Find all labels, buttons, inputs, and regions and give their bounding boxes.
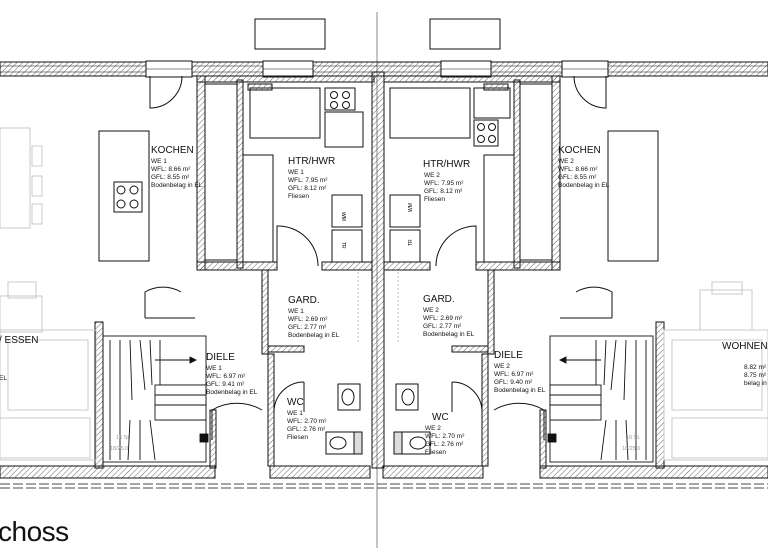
room-floor-essen-left: EL xyxy=(0,375,7,382)
room-name-wc-right: WC xyxy=(432,412,449,423)
room-name-gard-right: GARD. xyxy=(423,294,455,305)
room-floor: Bodenbelag in EL xyxy=(151,182,203,190)
room-name-wc-left: WC xyxy=(287,397,304,408)
room-floor: Bodenbelag in EL xyxy=(423,331,475,339)
room-gfl: GFL: 2.76 m² xyxy=(425,441,464,449)
exterior-wall-bottom xyxy=(0,465,768,489)
htr-left-appliances xyxy=(242,154,363,263)
doors-right xyxy=(435,75,613,440)
room-gfl: 8.75 m² xyxy=(744,372,767,380)
room-floor: Fliesen xyxy=(287,434,308,442)
room-floor: Bodenbelag in EL xyxy=(206,389,258,397)
stair-left xyxy=(102,335,209,463)
wm-label-right: WM xyxy=(408,203,414,212)
room-wfl: WFL: 2.69 m² xyxy=(423,315,463,323)
room-wfl: WFL: 2.70 m² xyxy=(425,433,465,441)
room-we: WE 2 xyxy=(424,172,440,179)
room-info-wc-left: WE 1 WFL: 2.70 m² GFL: 2.76 m² Fliesen xyxy=(287,410,326,442)
party-wall xyxy=(371,71,385,469)
stair-right xyxy=(547,335,654,463)
room-gfl: GFL: 2.77 m² xyxy=(288,324,327,332)
room-floor: Bodenbelag in EL xyxy=(288,332,340,340)
room-we: WE 1 xyxy=(287,410,303,417)
tr-label-right: TR xyxy=(408,239,414,246)
room-name-diele-right: DIELE xyxy=(494,350,523,361)
room-wfl: WFL: 7.95 m² xyxy=(424,180,464,188)
room-gfl: GFL: 8.12 m² xyxy=(288,185,327,193)
room-name-kochen-left: KOCHEN xyxy=(151,145,194,156)
room-floor: Bodenbelag in EL xyxy=(558,182,610,190)
room-we: WE 1 xyxy=(151,158,167,165)
stair-size-right: 18/25.0 xyxy=(622,446,640,452)
room-wfl: WFL: 7.95 m² xyxy=(288,177,328,185)
room-name-htr-left: HTR/HWR xyxy=(288,156,336,167)
htr-right-appliances xyxy=(389,154,515,263)
doors-left xyxy=(144,75,319,440)
room-info-gard-right: WE 2 WFL: 2.69 m² GFL: 2.77 m² Bodenbela… xyxy=(423,307,474,339)
room-floor: Fliesen xyxy=(424,196,445,204)
room-info-diele-left: WE 1 WFL: 6.97 m² GFL: 9.41 m² Bodenbela… xyxy=(206,365,257,397)
room-we: WE 2 xyxy=(494,363,510,370)
room-info-gard-left: WE 1 WFL: 2.69 m² GFL: 2.77 m² Bodenbela… xyxy=(288,308,339,340)
room-wfl: WFL: 6.97 m² xyxy=(206,373,246,381)
room-info-diele-right: WE 2 WFL: 6.97 m² GFL: 9.40 m² Bodenbela… xyxy=(494,363,545,395)
room-info-htr-left: WE 1 WFL: 7.95 m² GFL: 8.12 m² Fliesen xyxy=(288,169,327,201)
room-gfl: GFL: 8.55 m² xyxy=(151,174,190,182)
room-gfl: GFL: 9.41 m² xyxy=(206,381,245,389)
room-gfl: GFL: 9.40 m² xyxy=(494,379,533,387)
room-gfl: GFL: 8.55 m² xyxy=(558,174,597,182)
stair-steps-left: 16 St. xyxy=(116,435,131,441)
top-box-left xyxy=(254,18,326,50)
kitchen-left-counters xyxy=(98,81,364,262)
room-we: WE 1 xyxy=(288,169,304,176)
room-name-wohnen-right: WOHNEN xyxy=(722,341,768,352)
room-floor: Fliesen xyxy=(425,449,446,457)
room-gfl: GFL: 2.76 m² xyxy=(287,426,326,434)
wc-left-fixtures xyxy=(325,383,363,455)
room-gfl: GFL: 8.12 m² xyxy=(424,188,463,196)
room-name-htr-right: HTR/HWR xyxy=(423,159,471,170)
wardrobe-dashes xyxy=(357,272,399,344)
room-name-kochen-right: KOCHEN xyxy=(558,145,601,156)
room-we: WE 2 xyxy=(425,425,441,432)
room-info-wohnen-right: 8.82 m² 8.75 m² belag in EL xyxy=(744,364,768,388)
room-wfl: WFL: 2.70 m² xyxy=(287,418,327,426)
room-wfl: WFL: 2.69 m² xyxy=(288,316,328,324)
room-floor: belag in EL xyxy=(744,380,768,388)
floor-caption: choss xyxy=(0,516,69,547)
room-name-gard-left: GARD. xyxy=(288,295,320,306)
room-we: WE 2 xyxy=(423,307,439,314)
stair-size-left: 18/25.0 xyxy=(110,446,128,452)
tr-label-left: TR xyxy=(340,242,346,249)
room-gfl: GFL: 2.77 m² xyxy=(423,323,462,331)
room-info-htr-right: WE 2 WFL: 7.95 m² GFL: 8.12 m² Fliesen xyxy=(424,172,463,204)
room-wfl: WFL: 8.66 m² xyxy=(151,166,191,174)
room-info-kochen-right: WE 2 WFL: 8.66 m² GFL: 8.55 m² Bodenbela… xyxy=(558,158,609,190)
dining-furniture-left xyxy=(0,127,97,461)
room-name-diele-left: DIELE xyxy=(206,352,235,363)
room-wfl: WFL: 8.66 m² xyxy=(558,166,598,174)
room-we: WE 2 xyxy=(558,158,574,165)
living-furniture-right xyxy=(663,281,768,461)
unit-right-walls xyxy=(383,75,665,469)
room-wfl: WFL: 6.97 m² xyxy=(494,371,534,379)
unit-left-walls xyxy=(94,75,375,469)
top-box-right xyxy=(429,18,501,50)
room-floor: Fliesen xyxy=(288,193,309,201)
wc-right-fixtures xyxy=(393,383,431,455)
room-we: WE 1 xyxy=(206,365,222,372)
room-floor: Bodenbelag in EL xyxy=(494,387,546,395)
room-info-kochen-left: WE 1 WFL: 8.66 m² GFL: 8.55 m² Bodenbela… xyxy=(151,158,202,190)
stair-steps-right: 16 St. xyxy=(626,435,641,441)
kitchen-right-counters xyxy=(389,83,659,262)
wm-label-left: WM xyxy=(340,212,346,221)
room-we: WE 1 xyxy=(288,308,304,315)
room-wfl: 8.82 m² xyxy=(744,364,767,371)
room-name-essen-left: / ESSEN xyxy=(0,335,39,346)
room-info-wc-right: WE 2 WFL: 2.70 m² GFL: 2.76 m² Fliesen xyxy=(425,425,464,457)
